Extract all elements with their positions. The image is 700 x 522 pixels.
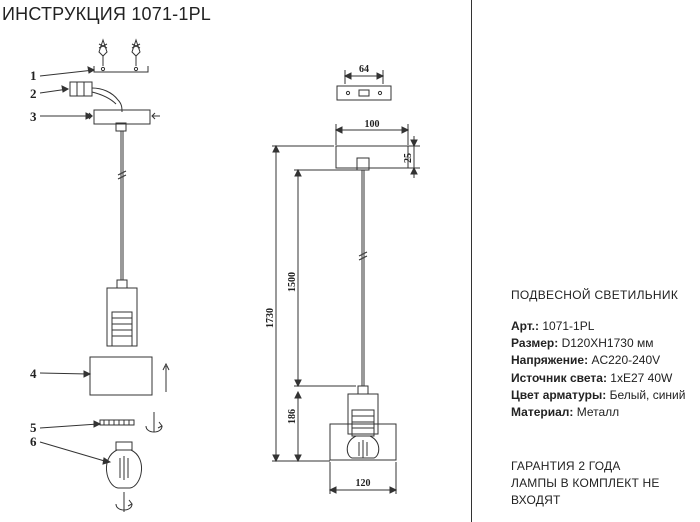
vertical-divider bbox=[471, 0, 472, 522]
spec-row-voltage: Напряжение: AC220-240V bbox=[511, 353, 661, 368]
lamp-holder-assembly bbox=[106, 279, 138, 347]
mounting-plate bbox=[336, 85, 392, 101]
dimension-canopy-width: 100 bbox=[365, 119, 380, 130]
bulb-icon bbox=[106, 441, 142, 489]
part-label: 1 bbox=[30, 68, 37, 83]
part-label: 4 bbox=[30, 366, 37, 381]
canopy-side bbox=[335, 145, 409, 169]
lamp-assembly-side bbox=[329, 385, 397, 461]
canopy bbox=[84, 109, 160, 132]
spec-row-size: Размер: D120XH1730 мм bbox=[511, 336, 654, 351]
spec-row-fitting-color: Цвет арматуры: Белый, синий bbox=[511, 387, 686, 402]
part-label: 6 bbox=[30, 434, 37, 449]
spec-list: Арт.: 1071-1PL Размер: D120XH1730 мм Нап… bbox=[511, 318, 685, 421]
screw-anchor-icon bbox=[131, 38, 141, 66]
spec-row-article: Арт.: 1071-1PL bbox=[511, 319, 595, 333]
spec-row-material: Материал: Металл bbox=[511, 405, 620, 420]
dimension-shade-height: 186 bbox=[287, 409, 298, 424]
assembly-drawing: 1 2 3 4 5 6 64 100 25 1730 bbox=[30, 38, 420, 512]
bulbs-not-included-note: ЛАМПЫ В КОМПЛЕКТ НЕ ВХОДЯТ bbox=[511, 476, 660, 507]
screw-anchor-icon bbox=[98, 38, 108, 66]
mounting-bracket bbox=[93, 66, 149, 73]
fixing-ring bbox=[99, 419, 135, 426]
rotate-arrow-icon bbox=[115, 492, 133, 512]
product-kind: ПОДВЕСНОЙ СВЕТИЛЬНИК bbox=[511, 288, 679, 302]
part-label: 5 bbox=[30, 420, 37, 435]
rotate-arrow-icon bbox=[145, 412, 163, 433]
lamp-shade bbox=[89, 356, 153, 396]
warranty-note: ГАРАНТИЯ 2 ГОДА bbox=[511, 459, 621, 473]
part-label: 2 bbox=[30, 86, 37, 101]
part-label: 3 bbox=[30, 109, 37, 124]
footer-notes: ГАРАНТИЯ 2 ГОДА ЛАМПЫ В КОМПЛЕКТ НЕ ВХОД… bbox=[511, 458, 700, 509]
terminal-block bbox=[69, 81, 123, 113]
dimension-total-height: 1730 bbox=[265, 308, 276, 328]
spec-row-light-source: Источник света: 1xE27 40W bbox=[511, 370, 673, 385]
dimension-shade-width: 120 bbox=[356, 478, 371, 489]
dimension-canopy-height: 25 bbox=[403, 153, 414, 163]
dimension-plate-width: 64 bbox=[359, 64, 369, 75]
dimension-cable-length: 1500 bbox=[287, 272, 298, 292]
page-title: ИНСТРУКЦИЯ 1071-1PL bbox=[2, 4, 211, 24]
